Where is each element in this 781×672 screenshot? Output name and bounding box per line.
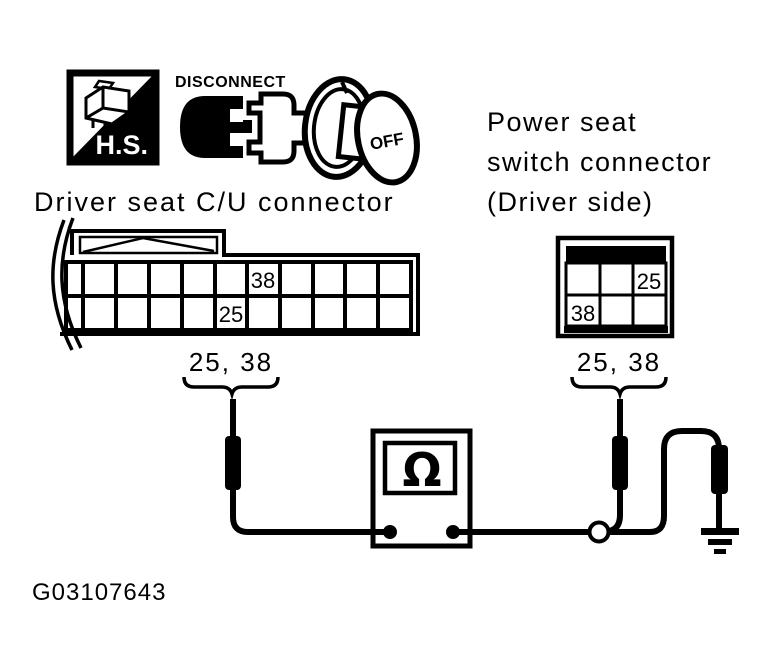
disconnect-icon: DISCONNECT	[175, 74, 309, 165]
plug-notch-top	[230, 109, 245, 122]
break-line-outer	[51, 219, 74, 351]
plug-notch-bottom	[230, 133, 245, 146]
ignition-off-icon: OFF	[301, 76, 420, 186]
right-pin-25: 25	[637, 269, 661, 294]
left-underbrace	[182, 376, 280, 401]
right-pins-label: 25, 38	[577, 347, 661, 377]
meter-terminal-right	[446, 525, 460, 539]
right-pin-38: 38	[571, 301, 595, 326]
left-connector-diagram: 38 25	[51, 217, 420, 351]
right-connector-diagram: 25 38	[555, 235, 675, 339]
hs-icon-label: H.S.	[95, 130, 148, 160]
left-pins-label: 25, 38	[189, 347, 273, 377]
left-connector-latch-box	[78, 235, 219, 255]
right-grid-lines	[566, 263, 666, 326]
right-connector-title: Power seat switch connector (Driver side…	[487, 107, 712, 217]
hs-inspection-icon: H.S.	[66, 69, 160, 166]
disconnect-plug-right	[246, 91, 309, 165]
key-slot-tick	[340, 81, 349, 94]
disconnect-plug-left	[180, 96, 243, 158]
meter-terminal-left	[383, 525, 397, 539]
disconnect-icon-label: DISCONNECT	[175, 74, 286, 91]
left-pins-callout: 25, 38	[182, 347, 280, 401]
test-leads	[225, 399, 728, 544]
junction-point	[587, 520, 611, 544]
right-pins-callout: 25, 38	[570, 347, 668, 401]
left-pin-25: 25	[219, 302, 243, 327]
right-connector-header-bar	[566, 246, 666, 263]
plug-tab	[243, 120, 252, 133]
ground-icon	[701, 528, 739, 554]
left-grid-column-lines	[81, 262, 380, 330]
right-probe	[612, 436, 628, 490]
ohmmeter: Ω	[382, 440, 460, 539]
ohmmeter-display	[382, 440, 458, 496]
right-connector-title-line1: Power seat	[487, 107, 637, 137]
break-line-inner	[60, 217, 83, 349]
right-connector-title-line3: (Driver side)	[487, 187, 654, 217]
ground-probe	[711, 445, 728, 494]
left-probe	[225, 436, 241, 490]
figure-code: G03107643	[32, 579, 166, 606]
ground-jumper-wire	[649, 428, 722, 535]
connector-drop-wire	[608, 399, 623, 534]
ohm-symbol: Ω	[402, 443, 441, 497]
left-connector-title: Driver seat C/U connector	[34, 187, 395, 217]
key-head	[354, 90, 420, 186]
left-lead-wire	[230, 399, 390, 535]
connector-glyph-icon	[84, 79, 131, 132]
right-connector-bottom-bar	[564, 326, 668, 333]
left-pin-38: 38	[251, 268, 275, 293]
right-connector-title-line2: switch connector	[487, 147, 712, 177]
left-connector-latch-roof	[82, 236, 215, 254]
right-underbrace	[570, 376, 668, 401]
